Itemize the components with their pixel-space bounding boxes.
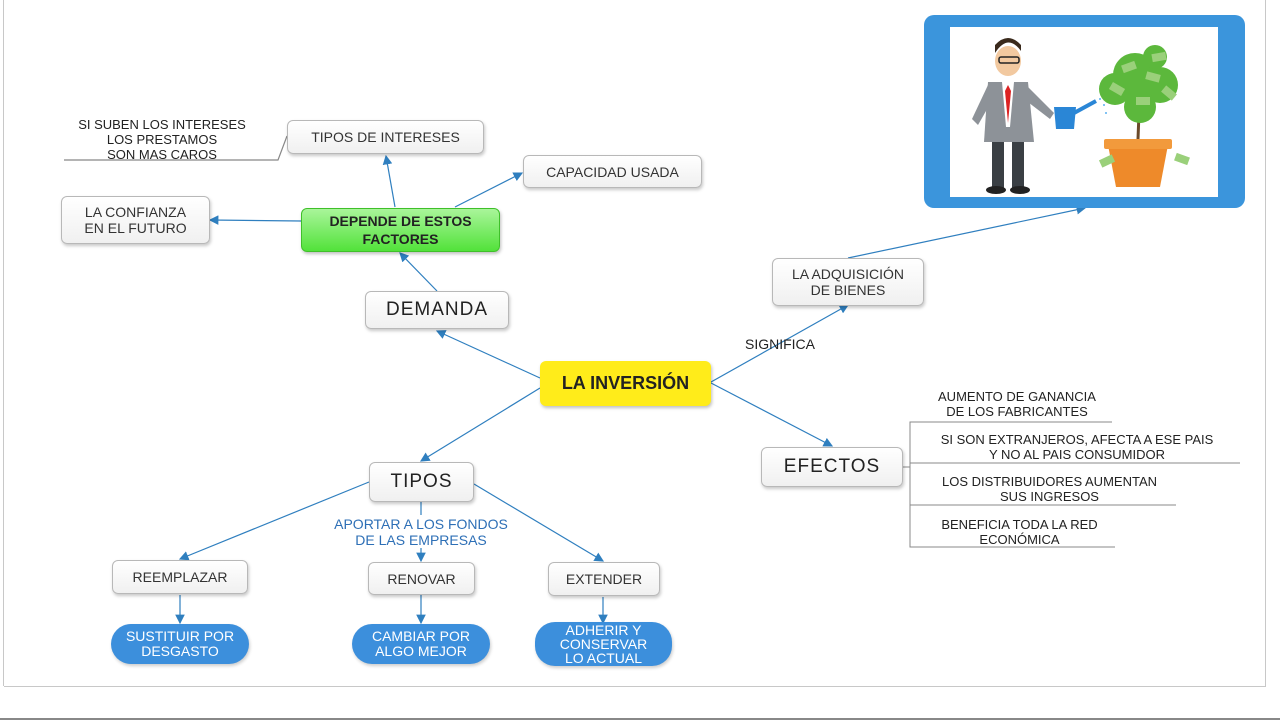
sustituir-line-2: DESGASTO: [141, 643, 219, 659]
link-factores-confianza: [208, 215, 302, 225]
efecto-2-line-2: Y NO AL PAIS CONSUMIDOR: [988, 447, 1166, 462]
efecto-2-line-1: SI SON EXTRANJEROS, AFECTA A ESE PAIS: [940, 432, 1214, 447]
factores-label: DEPENDE DE ESTOS FACTORES: [329, 213, 472, 247]
slide-border-bottom: [4, 686, 1266, 687]
link-tipos-extender: [473, 483, 605, 562]
tipos-link-line-2: DE LAS EMPRESAS: [355, 532, 487, 548]
intereses-note-line-2: LOS PRESTAMOS: [106, 132, 218, 147]
adherir-line-2: CONSERVAR: [559, 636, 648, 652]
link-demanda-factores: [399, 252, 438, 292]
efecto-1-line-1: AUMENTO DE GANANCIA: [938, 389, 1096, 404]
window-bottom-line: [0, 718, 1280, 720]
cambiar-line-2: ALGO MEJOR: [375, 643, 467, 659]
investment-illustration: [950, 27, 1218, 197]
slide-border-right: [1265, 0, 1266, 686]
efecto-3-line-2: SUS INGRESOS: [1000, 489, 1099, 504]
efectos-node[interactable]: EFECTOS: [761, 447, 903, 487]
link-central-demanda: [435, 330, 541, 379]
adquisicion-line-1: LA ADQUISICIÓN: [791, 266, 905, 282]
tipos-node[interactable]: TIPOS: [369, 462, 474, 502]
efecto-4-line-1: BENEFICIA TODA LA RED: [941, 517, 1098, 532]
adquisicion-line-2: DE BIENES: [810, 282, 886, 298]
link-tipos-reemplazar: [178, 481, 370, 561]
efecto-item: AUMENTO DE GANANCIA DE LOS FABRICANTES: [912, 389, 1122, 419]
confianza-line-2: EN EL FUTURO: [84, 220, 187, 236]
efecto-item: SI SON EXTRANJEROS, AFECTA A ESE PAIS Y …: [912, 432, 1242, 462]
link-intereses-nota: [64, 135, 288, 161]
sustituir-line-1: SUSTITUIR POR: [125, 628, 235, 644]
intereses-note: SI SUBEN LOS INTERESES LOS PRESTAMOS SON…: [62, 117, 262, 162]
adherir-bubble[interactable]: ADHERIR Y CONSERVAR LO ACTUAL: [535, 622, 672, 666]
efecto-4-line-2: ECONÓMICA: [979, 532, 1060, 547]
tipos-intereses-node[interactable]: TIPOS DE INTERESES: [287, 120, 484, 154]
link-central-adquisicion: [710, 304, 850, 383]
cambiar-bubble[interactable]: CAMBIAR POR ALGO MEJOR: [352, 624, 490, 664]
adherir-line-3: LO ACTUAL: [564, 650, 643, 666]
sustituir-bubble[interactable]: SUSTITUIR POR DESGASTO: [111, 624, 249, 664]
money-tree-icon: [972, 38, 1190, 194]
adherir-line-1: ADHERIR Y: [565, 622, 642, 638]
efecto-item: LOS DISTRIBUIDORES AUMENTAN SUS INGRESOS: [912, 474, 1187, 504]
capacidad-node[interactable]: CAPACIDAD USADA: [523, 155, 702, 188]
link-factores-capacidad: [454, 172, 524, 208]
link-adquisicion-photo: [847, 205, 1087, 259]
demanda-node[interactable]: DEMANDA: [365, 291, 509, 329]
confianza-line-1: LA CONFIANZA: [84, 204, 187, 220]
efecto-3-line-1: LOS DISTRIBUIDORES AUMENTAN: [941, 474, 1157, 489]
link-factores-intereses: [382, 154, 396, 208]
slide-border-left: [3, 0, 4, 686]
significa-link-label: SIGNIFICA: [744, 336, 815, 352]
tipos-link-line-1: APORTAR A LOS FONDOS: [334, 516, 508, 532]
reemplazar-node[interactable]: REEMPLAZAR: [112, 560, 248, 594]
intereses-note-line-1: SI SUBEN LOS INTERESES: [78, 117, 246, 132]
link-central-efectos: [710, 382, 834, 447]
adquisicion-node[interactable]: LA ADQUISICIÓN DE BIENES: [772, 258, 924, 306]
central-node[interactable]: LA INVERSIÓN: [540, 361, 711, 406]
efecto-1-line-2: DE LOS FABRICANTES: [946, 404, 1088, 419]
renovar-node[interactable]: RENOVAR: [368, 562, 475, 595]
photo-frame: [924, 15, 1245, 208]
efecto-item: BENEFICIA TODA LA RED ECONÓMICA: [912, 517, 1127, 547]
intereses-note-line-3: SON MAS CAROS: [107, 147, 217, 162]
cambiar-line-1: CAMBIAR POR: [371, 628, 470, 644]
confianza-node[interactable]: LA CONFIANZA EN EL FUTURO: [61, 196, 210, 244]
extender-node[interactable]: EXTENDER: [548, 562, 660, 596]
tipos-link-label: APORTAR A LOS FONDOS DE LAS EMPRESAS: [316, 516, 526, 548]
factores-node[interactable]: DEPENDE DE ESTOS FACTORES: [301, 208, 500, 252]
link-central-tipos: [419, 387, 541, 462]
